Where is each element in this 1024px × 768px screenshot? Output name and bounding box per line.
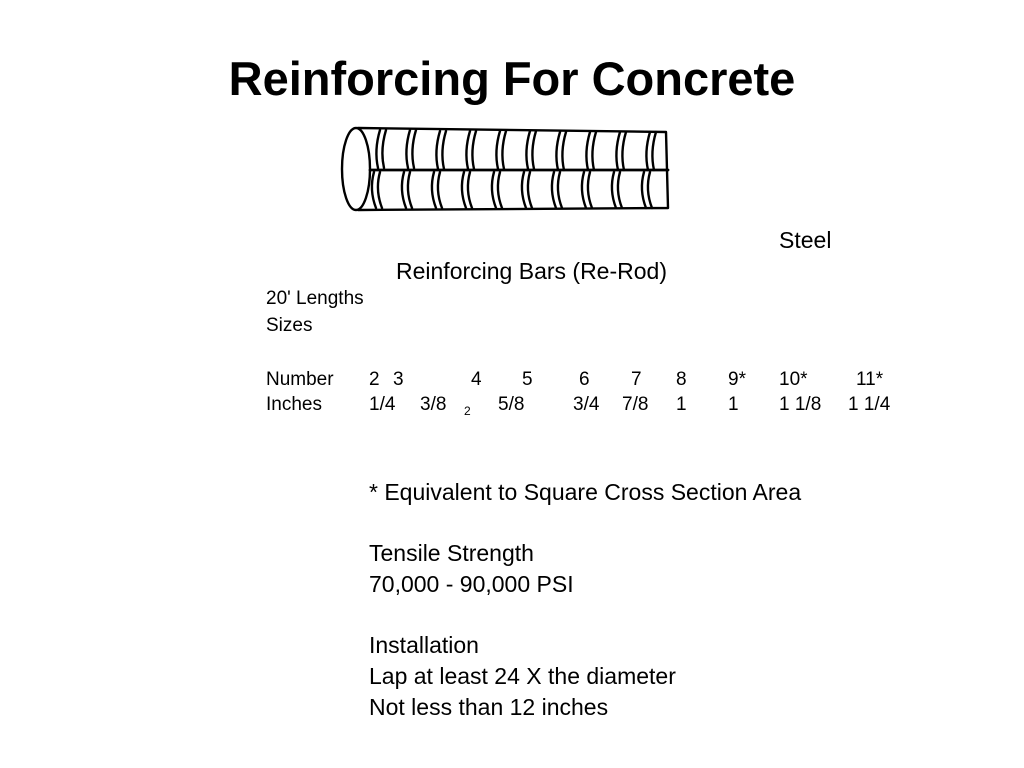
number-cell: 9* — [728, 369, 746, 390]
subtitle: Reinforcing Bars (Re-Rod) — [396, 258, 667, 284]
lengths-label: 20' Lengths — [266, 288, 364, 309]
installation-heading: Installation — [369, 632, 479, 658]
rebar-illustration-icon — [340, 126, 670, 212]
number-cell: 7 — [631, 369, 642, 390]
number-cell: 6 — [579, 369, 590, 390]
tensile-heading: Tensile Strength — [369, 540, 534, 566]
inches-cell: 1 1/8 — [779, 394, 822, 415]
number-cell: 4 — [471, 369, 482, 390]
inches-cell: 1 — [728, 394, 739, 415]
inches-cell: 1/4 — [369, 394, 396, 415]
inches-cell: 1 1/4 — [848, 394, 891, 415]
inches-cell: 2 — [464, 404, 471, 418]
number-cell: 2 — [369, 369, 380, 390]
equivalent-note: * Equivalent to Square Cross Section Are… — [369, 479, 802, 505]
steel-label: Steel — [779, 227, 832, 253]
inches-row-label: Inches — [266, 394, 322, 415]
inches-cell: 5/8 — [498, 394, 525, 415]
inches-cell: 7/8 — [622, 394, 649, 415]
slide-title: Reinforcing For Concrete — [228, 52, 796, 105]
inches-cell: 3/4 — [573, 394, 600, 415]
installation-line-1: Lap at least 24 X the diameter — [369, 663, 676, 689]
number-cell: 3 — [393, 369, 404, 390]
sizes-label: Sizes — [266, 315, 313, 336]
tensile-value: 70,000 - 90,000 PSI — [369, 571, 574, 597]
number-cell: 8 — [676, 369, 687, 390]
number-cell: 11* — [856, 369, 884, 390]
inches-cell: 1 — [676, 394, 687, 415]
number-row-label: Number — [266, 369, 334, 390]
inches-cell: 3/8 — [420, 394, 447, 415]
number-cell: 5 — [522, 369, 533, 390]
number-cell: 10* — [779, 369, 808, 390]
installation-line-2: Not less than 12 inches — [369, 694, 609, 720]
